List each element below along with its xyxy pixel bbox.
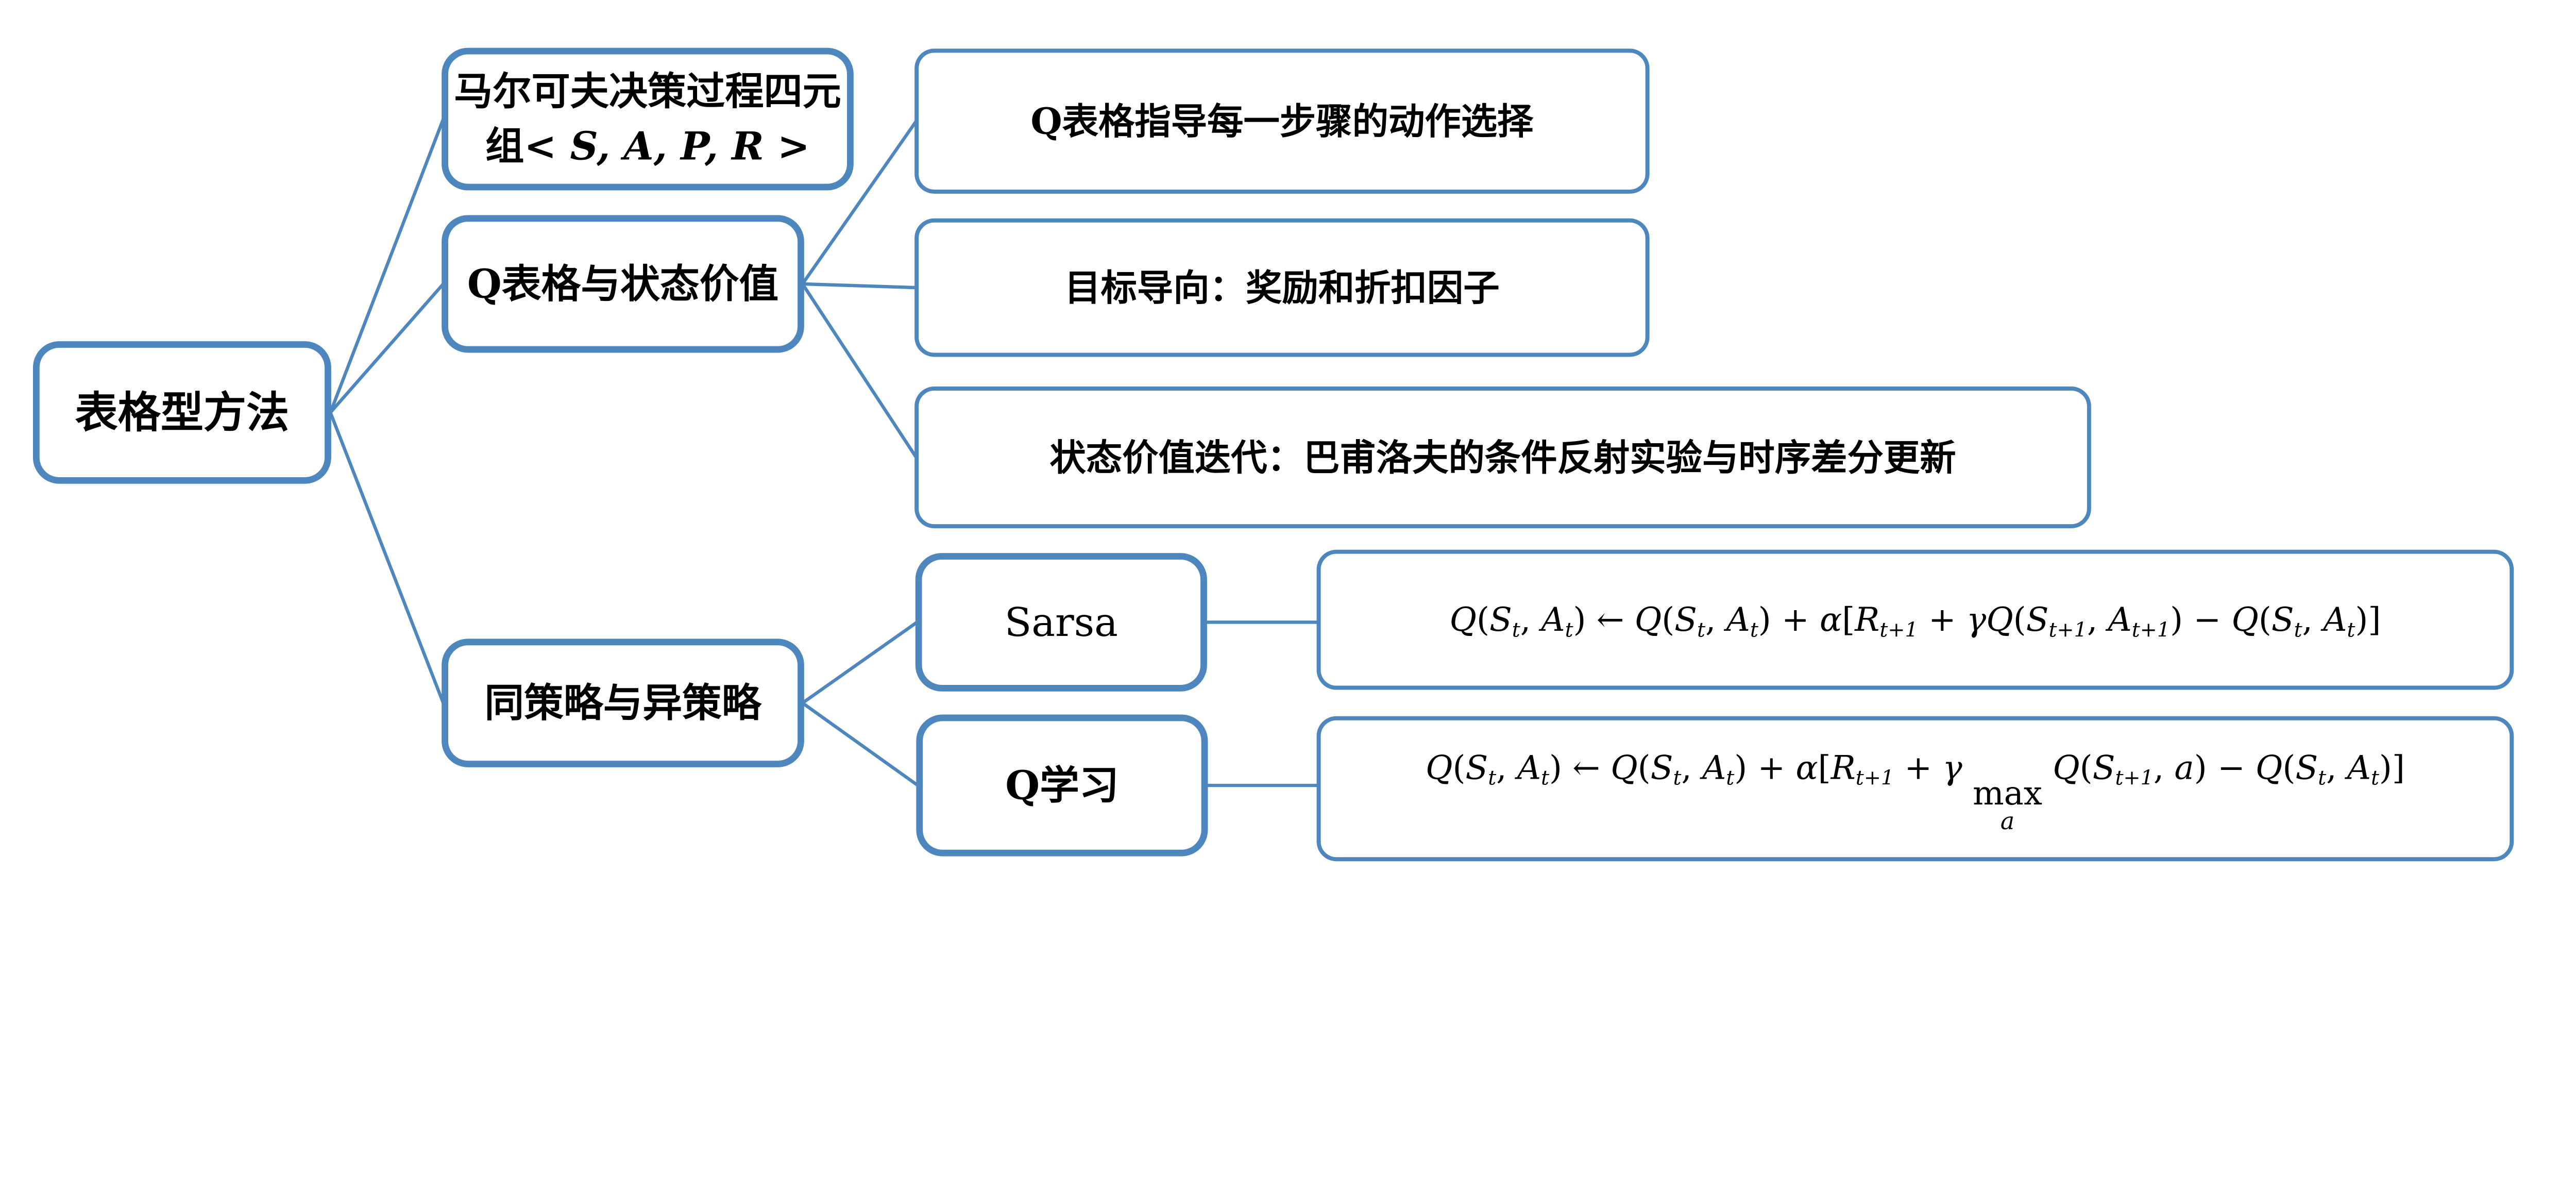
connector-qtable-valueiter [801, 283, 918, 459]
node-sarsa-formula: Q(St, At) ← Q(St, At) + α[Rt+1 + γQ(St+1… [1316, 549, 2514, 690]
connector-policy-qlearning [801, 701, 919, 787]
node-qtable: Q表格与状态价值 [442, 215, 804, 353]
connector-qtable-qguide [801, 120, 918, 285]
node-qlearning-label: Q学习 [1005, 762, 1119, 809]
node-mdp: 马尔可夫决策过程四元组< S, A, P, R > [442, 47, 854, 191]
node-qlearning: Q学习 [916, 714, 1208, 857]
node-mdp-label-cn: 马尔可夫决策过程四元组 [454, 69, 841, 169]
sarsa-update-formula: Q(St, At) ← Q(St, At) + α[Rt+1 + γQ(St+1… [1449, 600, 2381, 642]
node-qguide-label: Q表格指导每一步骤的动作选择 [1030, 99, 1534, 143]
connector-qtable-goal [802, 282, 917, 290]
node-root: 表格型方法 [32, 341, 331, 484]
node-sarsa: Sarsa [915, 553, 1207, 692]
connector-root-mdp [329, 118, 445, 413]
node-mdp-label: 马尔可夫决策过程四元组< S, A, P, R > [452, 64, 843, 174]
node-qguide: Q表格指导每一步骤的动作选择 [914, 48, 1650, 194]
node-valueiter: 状态价值迭代：巴甫洛夫的条件反射实验与时序差分更新 [914, 387, 2091, 529]
node-policy-label: 同策略与异策略 [484, 679, 761, 726]
connector-policy-sarsa [801, 620, 918, 704]
node-goal: 目标导向：奖励和折扣因子 [914, 218, 1650, 357]
node-goal-label: 目标导向：奖励和折扣因子 [1064, 266, 1500, 309]
mindmap-canvas: 表格型方法 马尔可夫决策过程四元组< S, A, P, R > Q表格与状态价值… [32, 47, 2514, 862]
node-policy: 同策略与异策略 [442, 639, 804, 767]
node-mdp-label-math: < S, A, P, R > [524, 123, 810, 169]
node-root-label: 表格型方法 [75, 387, 290, 438]
node-valueiter-label: 状态价值迭代：巴甫洛夫的条件反射实验与时序差分更新 [1049, 435, 1956, 479]
connector-root-policy [329, 412, 445, 704]
connector-root-qtable [329, 282, 445, 414]
connector-lines [329, 118, 1318, 787]
node-sarsa-label: Sarsa [1004, 599, 1118, 646]
node-qtable-label: Q表格与状态价值 [467, 260, 779, 307]
